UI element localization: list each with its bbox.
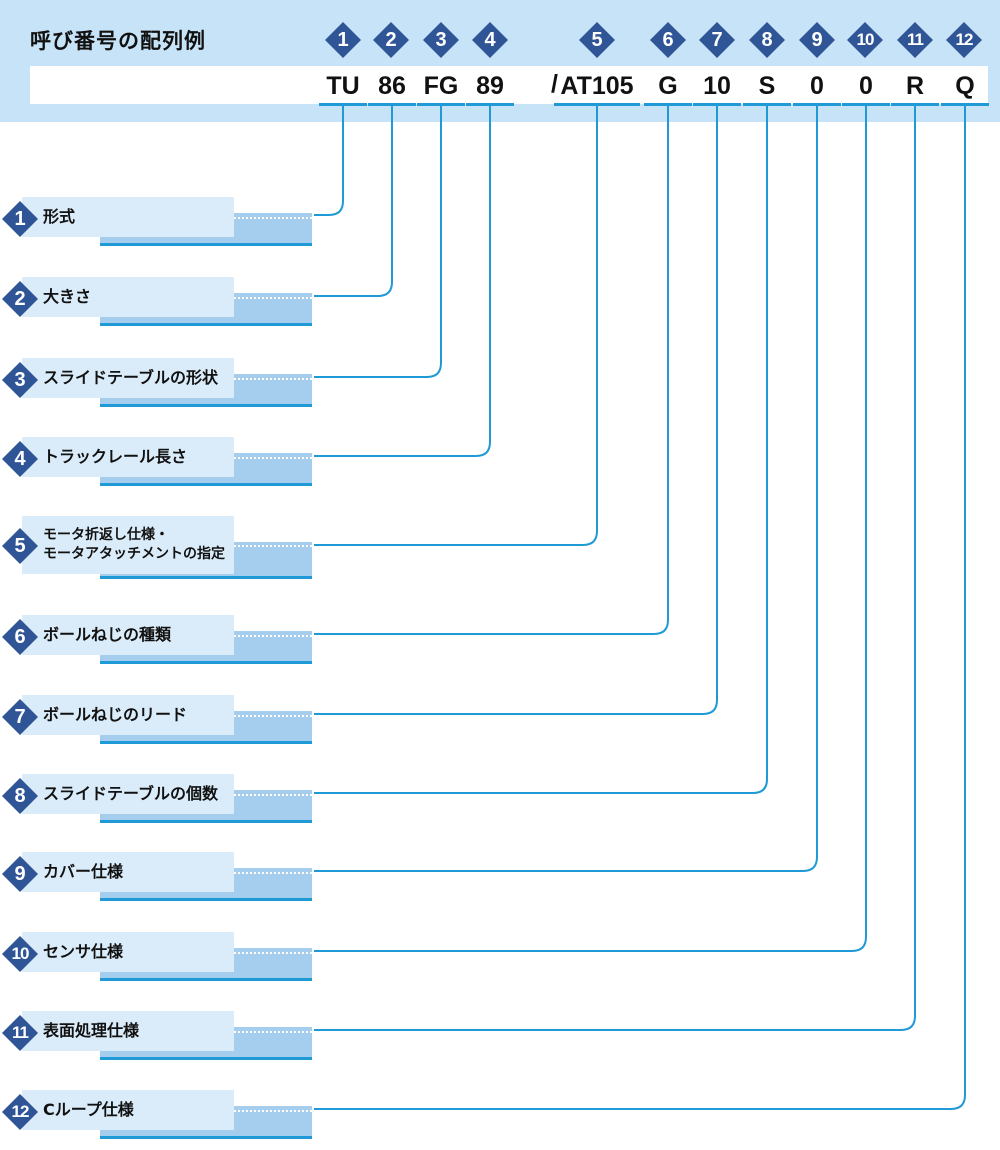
item-number-5: 5: [2, 528, 38, 564]
code-underline-5: [554, 103, 640, 106]
code-segment-10: 0: [859, 72, 873, 100]
header-number-2: 2: [373, 22, 409, 58]
header-band: 呼び番号の配列例: [0, 0, 1000, 122]
label-item-12: 12 Cループ仕様: [0, 1090, 315, 1140]
connector-3: [314, 106, 442, 378]
label-item-8: 8 スライドテーブルの個数: [0, 774, 315, 824]
header-number-9: 9: [799, 22, 835, 58]
item-label-9: カバー仕様: [43, 862, 124, 881]
item-label-2: 大きさ: [43, 287, 92, 306]
connector-5: [314, 106, 598, 546]
connector-4: [314, 106, 491, 457]
label-item-3: 3 スライドテーブルの形状: [0, 358, 315, 408]
code-segment-12: Q: [955, 72, 975, 100]
item-label-12: Cループ仕様: [43, 1100, 134, 1119]
code-underline-8: [743, 103, 791, 106]
label-item-10: 10 センサ仕様: [0, 932, 315, 982]
item-label-6: ボールねじの種類: [43, 625, 172, 644]
item-number-8: 8: [2, 778, 38, 814]
header-title: 呼び番号の配列例: [30, 29, 206, 53]
code-segment-2: 86: [378, 72, 406, 100]
item-label-5-line2: モータアタッチメントの指定: [43, 546, 225, 562]
code-segment-4: 89: [476, 72, 504, 100]
label-item-1: 1 形式: [0, 197, 315, 247]
code-segment-6: G: [658, 72, 678, 100]
item-label-1: 形式: [43, 207, 76, 226]
item-label-5-line1: モータ折返し仕様・: [43, 527, 169, 543]
code-row-background: [30, 66, 988, 104]
connector-6: [314, 106, 669, 635]
header-number-5: 5: [579, 22, 615, 58]
item-label-11: 表面処理仕様: [43, 1021, 140, 1040]
item-label-4: トラックレール長さ: [43, 447, 188, 466]
code-segment-8: S: [758, 72, 776, 100]
header-number-12: 12: [946, 22, 982, 58]
header-number-10: 10: [847, 22, 883, 58]
header-number-11: 11: [897, 22, 933, 58]
code-underline-6: [644, 103, 692, 106]
item-label-10: センサ仕様: [43, 942, 124, 961]
header-number-7: 7: [699, 22, 735, 58]
item-number-11: 11: [2, 1015, 38, 1051]
connector-12: [314, 106, 966, 1110]
item-label-5: モータ折返し仕様・ モータアタッチメントの指定: [43, 526, 225, 564]
connector-8: [314, 106, 768, 794]
item-number-2: 2: [2, 281, 38, 317]
item-number-6: 6: [2, 619, 38, 655]
code-underline-12: [941, 103, 989, 106]
code-segment-5: AT105: [560, 72, 634, 100]
code-segment-7: 10: [703, 72, 731, 100]
label-item-7: 7 ボールねじのリード: [0, 695, 315, 745]
label-item-6: 6 ボールねじの種類: [0, 615, 315, 665]
connector-10: [314, 106, 867, 952]
code-underline-7: [693, 103, 741, 106]
code-segment-9: 0: [810, 72, 824, 100]
code-underline-4: [466, 103, 514, 106]
code-underline-3: [417, 103, 465, 106]
item-label-8: スライドテーブルの個数: [43, 784, 219, 803]
code-segment-11: R: [905, 72, 925, 100]
connector-9: [314, 106, 818, 872]
item-number-7: 7: [2, 699, 38, 735]
header-number-1: 1: [325, 22, 361, 58]
header-number-8: 8: [749, 22, 785, 58]
code-separator: /: [551, 70, 558, 98]
connector-11: [314, 106, 916, 1031]
header-number-4: 4: [472, 22, 508, 58]
item-number-3: 3: [2, 362, 38, 398]
item-number-9: 9: [2, 856, 38, 892]
item-label-3: スライドテーブルの形状: [43, 368, 219, 387]
header-number-6: 6: [650, 22, 686, 58]
label-item-5: 5 モータ折返し仕様・ モータアタッチメントの指定: [0, 516, 315, 582]
item-number-12: 12: [2, 1094, 38, 1130]
label-item-2: 2 大きさ: [0, 277, 315, 327]
connector-7: [314, 106, 718, 715]
header-number-3: 3: [423, 22, 459, 58]
code-segment-1: TU: [326, 72, 360, 100]
code-underline-11: [891, 103, 939, 106]
label-item-11: 11 表面処理仕様: [0, 1011, 315, 1061]
item-number-10: 10: [2, 936, 38, 972]
label-item-4: 4 トラックレール長さ: [0, 437, 315, 487]
code-segment-3: FG: [423, 72, 459, 100]
code-underline-1: [319, 103, 367, 106]
item-number-4: 4: [2, 441, 38, 477]
connector-1: [314, 106, 344, 216]
label-item-9: 9 カバー仕様: [0, 852, 315, 902]
code-underline-2: [368, 103, 416, 106]
item-number-1: 1: [2, 201, 38, 237]
code-underline-10: [842, 103, 890, 106]
connector-2: [314, 106, 393, 297]
item-label-7: ボールねじのリード: [43, 705, 188, 724]
code-underline-9: [793, 103, 841, 106]
